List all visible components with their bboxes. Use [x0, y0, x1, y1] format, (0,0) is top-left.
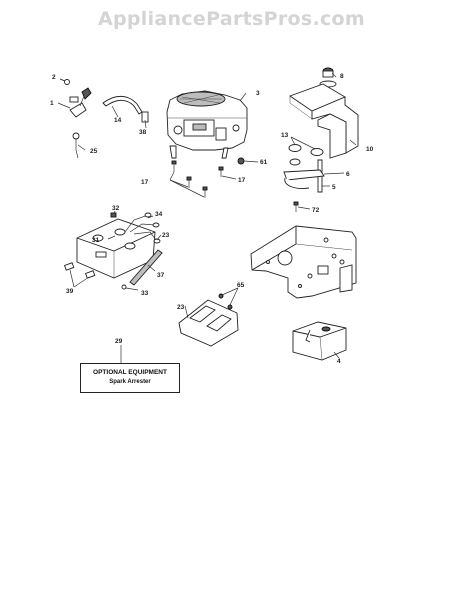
callout-39: 39 — [66, 288, 74, 295]
callout-labels: 1 2 3 4 5 6 8 10 13 14 17 17 23 23 25 29… — [50, 73, 374, 365]
callout-3: 3 — [256, 90, 260, 97]
watermark-text: AppliancePartsPros.com — [97, 8, 365, 30]
callout-31: 31 — [92, 237, 100, 244]
callout-37: 37 — [157, 272, 165, 279]
callout-38: 38 — [139, 129, 147, 136]
callout-8: 8 — [340, 73, 344, 80]
callout-29: 29 — [115, 338, 123, 345]
callout-32: 32 — [112, 205, 120, 212]
part-clip — [110, 212, 117, 218]
part-engine — [166, 90, 248, 159]
callout-1: 1 — [50, 100, 54, 107]
callout-61: 61 — [260, 159, 268, 166]
part-choke-cable — [72, 132, 80, 159]
part-fuel-line — [102, 95, 143, 115]
callout-72: 72 — [312, 207, 320, 214]
callout-13: 13 — [281, 132, 289, 139]
callout-6: 6 — [346, 171, 350, 178]
part-throttle-control — [69, 87, 92, 118]
callout-23-a: 23 — [162, 232, 170, 239]
callout-4: 4 — [337, 358, 341, 365]
spark-arrester-label: Spark Arrester — [109, 379, 151, 385]
part-chassis-frame — [250, 225, 357, 299]
part-shield-plate — [178, 293, 239, 347]
part-wire-harness — [124, 212, 161, 244]
part-bolts — [171, 160, 224, 198]
callout-14: 14 — [114, 117, 122, 124]
part-spacers-39 — [63, 262, 96, 279]
callout-5: 5 — [332, 184, 336, 191]
part-tubes — [283, 159, 325, 193]
callout-17-a: 17 — [141, 179, 149, 186]
callout-17-b: 17 — [238, 177, 246, 184]
part-nut — [237, 157, 245, 165]
callout-65: 65 — [237, 282, 245, 289]
optional-equipment-title: OPTIONAL EQUIPMENT — [93, 369, 167, 376]
callout-33: 33 — [141, 290, 149, 297]
part-bracket — [289, 83, 359, 159]
optional-equipment-box: OPTIONAL EQUIPMENT Spark Arrester — [80, 363, 180, 393]
callout-2: 2 — [52, 74, 56, 81]
part-screw-72 — [293, 201, 299, 212]
part-muffler — [292, 321, 347, 361]
callout-25: 25 — [90, 148, 98, 155]
callout-34: 34 — [155, 211, 163, 218]
leader-lines — [57, 72, 357, 363]
callout-10: 10 — [366, 146, 374, 153]
part-rod — [129, 249, 163, 286]
callout-23-b: 23 — [177, 304, 185, 311]
part-screw-33 — [121, 284, 127, 290]
